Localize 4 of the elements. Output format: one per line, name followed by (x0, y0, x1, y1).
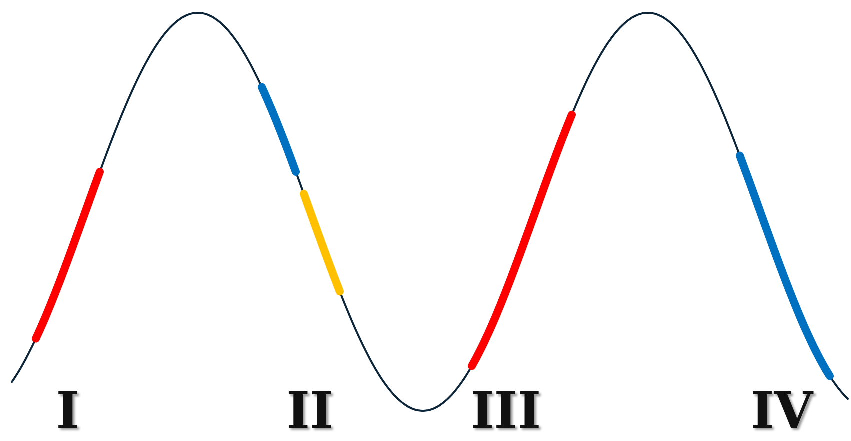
phase-label: II (286, 385, 334, 437)
phase-label: III (470, 385, 542, 437)
phase-label: I (56, 385, 80, 437)
phase-label: IV (750, 385, 814, 437)
